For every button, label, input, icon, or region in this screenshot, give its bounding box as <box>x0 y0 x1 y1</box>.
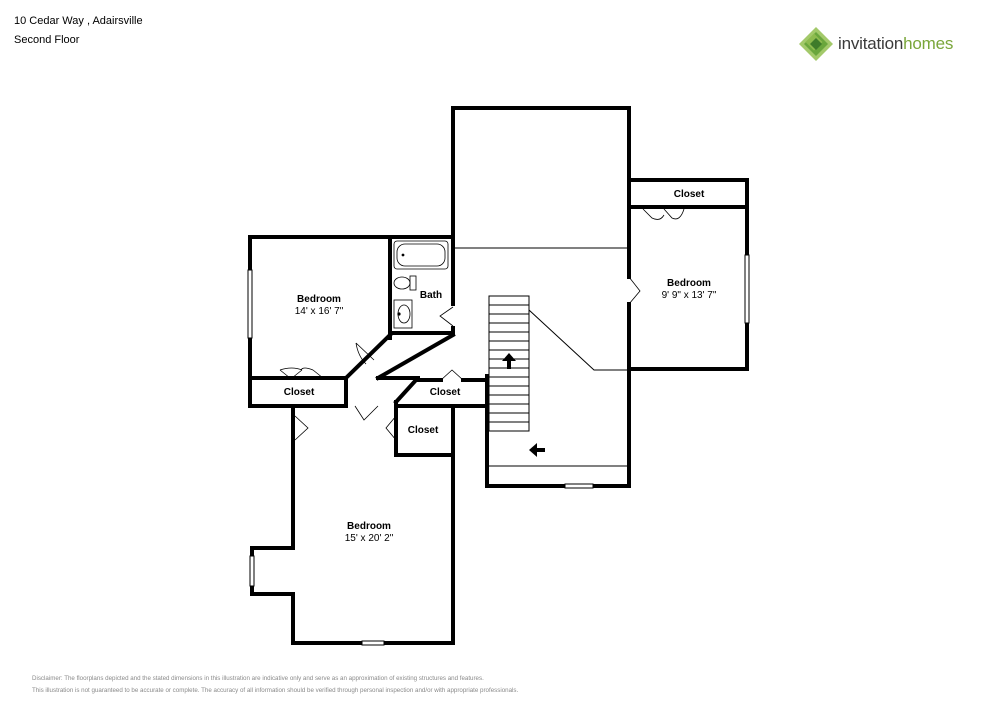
stair-left-arrow-icon <box>529 443 545 457</box>
closet-left-name: Closet <box>283 387 315 398</box>
door-hall <box>354 405 379 421</box>
bedroom-right-name: Bedroom <box>667 278 711 289</box>
window-bottom-bay <box>249 555 255 587</box>
vanity-icon <box>393 299 413 329</box>
closet-mid-name: Closet <box>429 387 461 398</box>
door-bottom-bedroom <box>294 415 309 441</box>
bedroom-bottom-dims: 15' x 20' 2" <box>344 533 394 544</box>
window-stair <box>564 483 594 489</box>
bedroom-bottom-name: Bedroom <box>347 521 391 532</box>
closet-small-name: Closet <box>407 425 439 436</box>
wall-hall-angle <box>375 332 456 381</box>
faucet-icon <box>397 312 401 316</box>
wall-left-angle <box>344 332 393 408</box>
bedroom-left-name: Bedroom <box>297 294 341 305</box>
toilet-tank-icon <box>409 275 417 291</box>
wall-bath-east <box>388 235 455 306</box>
toilet-bowl-icon <box>393 276 411 290</box>
window-left-bedroom <box>247 269 253 339</box>
door-left-closet-a <box>279 367 303 379</box>
disclaimer-line-1: Disclaimer: The floorplans depicted and … <box>32 675 484 682</box>
door-left-closet-b <box>300 367 324 379</box>
windows <box>247 254 750 646</box>
exterior-walls <box>248 106 749 645</box>
property-address: 10 Cedar Way , Adairsville <box>14 15 143 27</box>
logo-text-homes: homes <box>903 34 954 53</box>
logo-wordmark: invitationhomes <box>838 34 953 54</box>
door-bath <box>439 306 454 327</box>
bedroom-right-dims: 9' 9" x 13' 7" <box>661 290 717 301</box>
stair-arrows <box>502 353 545 457</box>
stair-treads <box>489 304 529 423</box>
disclaimer-line-2: This illustration is not guaranteed to b… <box>32 687 519 694</box>
railing-line <box>528 309 629 371</box>
wall-mid-closet-angle <box>393 378 443 405</box>
door-mid-closet <box>440 369 464 381</box>
window-bottom-bedroom <box>361 640 385 646</box>
wall-top-block <box>451 106 631 250</box>
door-small-closet <box>385 415 397 441</box>
floor-label: Second Floor <box>14 34 80 46</box>
closet-right-name: Closet <box>673 189 705 200</box>
wall-small-closet <box>394 400 455 457</box>
door-right-closet <box>642 208 685 220</box>
door-right-bedroom <box>628 276 641 305</box>
doors <box>279 208 685 441</box>
interior-thin-lines <box>455 247 629 467</box>
door-left-bedroom <box>355 342 375 365</box>
bathtub-basin <box>396 243 446 267</box>
bathtub-icon <box>393 240 449 270</box>
logo-text-invitation: invitation <box>838 34 904 53</box>
bath-name: Bath <box>419 290 443 301</box>
window-right-bedroom <box>744 254 750 324</box>
bedroom-left-dims: 14' x 16' 7" <box>294 306 344 317</box>
stair-up-arrow-icon <box>502 353 516 369</box>
logo-mark-icon <box>799 27 833 61</box>
invitation-homes-logo: invitationhomes <box>798 26 978 62</box>
wall-bottom-bedroom <box>250 413 455 645</box>
bathtub-drain-icon <box>401 253 405 257</box>
bath-fixtures <box>393 240 449 329</box>
